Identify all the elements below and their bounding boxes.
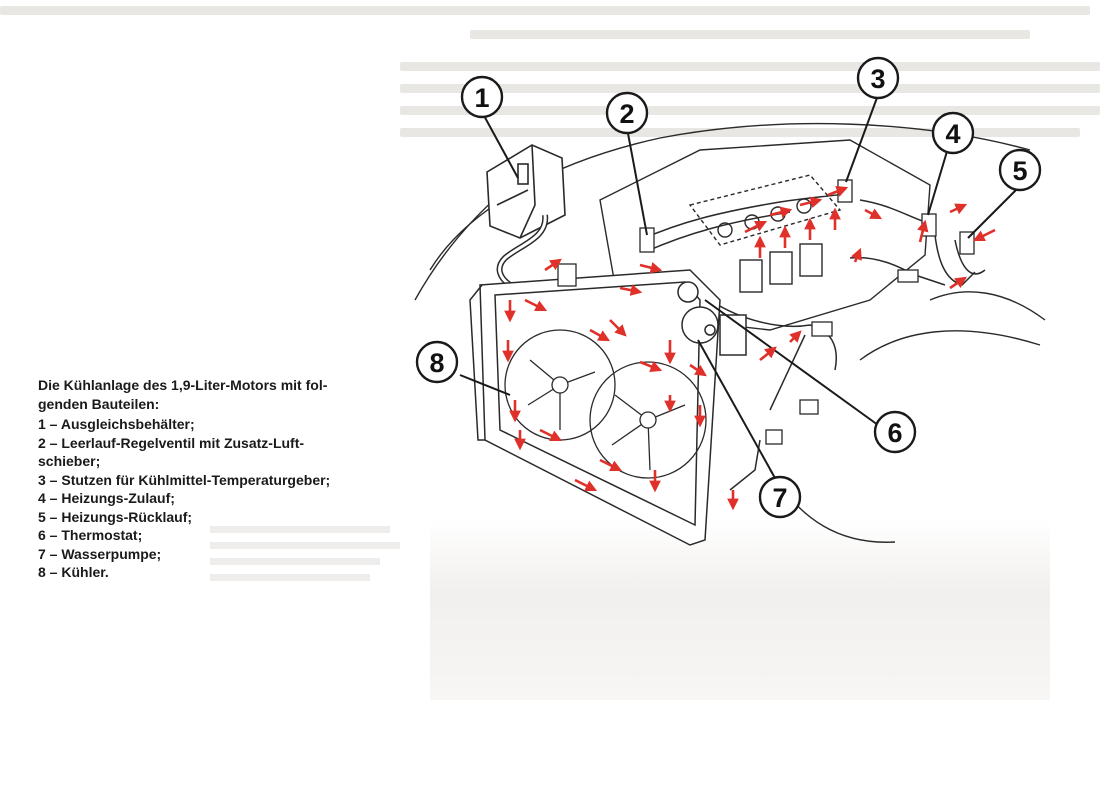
ghost-text-bleed <box>210 526 410 590</box>
caption-title-line2: genden Bauteilen: <box>38 395 160 412</box>
caption-item: 3 – Stutzen für Kühlmittel-Temperaturgeb… <box>38 471 331 488</box>
caption-item: 8 – Kühler. <box>38 564 109 580</box>
coolant-flow-arrows <box>502 185 996 511</box>
caption-title-line1: Die Kühlanlage des 1,9-Liter-Motors mit … <box>38 377 328 393</box>
callout-5: 5 <box>1012 156 1027 186</box>
caption-item: 1 – Ausgleichsbehälter; <box>38 416 195 432</box>
caption-item: 4 – Heizungs-Zulauf; <box>38 490 175 506</box>
expansion-tank <box>486 144 566 239</box>
fans <box>504 329 707 479</box>
engine-bay-outline <box>414 122 1046 543</box>
callout-markers <box>415 56 1042 519</box>
radiator <box>469 269 721 546</box>
caption-item: 2 – Leerlauf-Regelventil mit Zusatz-Luft… <box>38 434 305 451</box>
callout-1: 1 <box>474 83 489 113</box>
caption-item: schieber; <box>38 453 101 469</box>
callout-2: 2 <box>619 99 634 129</box>
caption-item: 6 – Thermostat; <box>38 527 143 543</box>
callout-3: 3 <box>870 64 885 94</box>
diagram-caption: Die Kühlanlage des 1,9-Liter-Motors mit … <box>38 376 378 582</box>
caption-parts-list: 1 – Ausgleichsbehälter; 2 – Leerlauf-Reg… <box>38 415 378 582</box>
hose-clamps <box>557 179 975 445</box>
caption-item: 5 – Heizungs-Rücklauf; <box>38 508 193 525</box>
callout-4: 4 <box>945 119 960 149</box>
scan-shading <box>430 520 1050 700</box>
callout-8: 8 <box>429 348 444 378</box>
callout-6: 6 <box>887 418 902 448</box>
caption-item: 7 – Wasserpumpe; <box>38 545 162 562</box>
caption-title: Die Kühlanlage des 1,9-Liter-Motors mit … <box>38 376 378 413</box>
leader-lines <box>459 94 1017 479</box>
callout-numbers: 1 2 3 4 5 6 7 8 <box>429 64 1027 513</box>
callout-7: 7 <box>772 483 787 513</box>
